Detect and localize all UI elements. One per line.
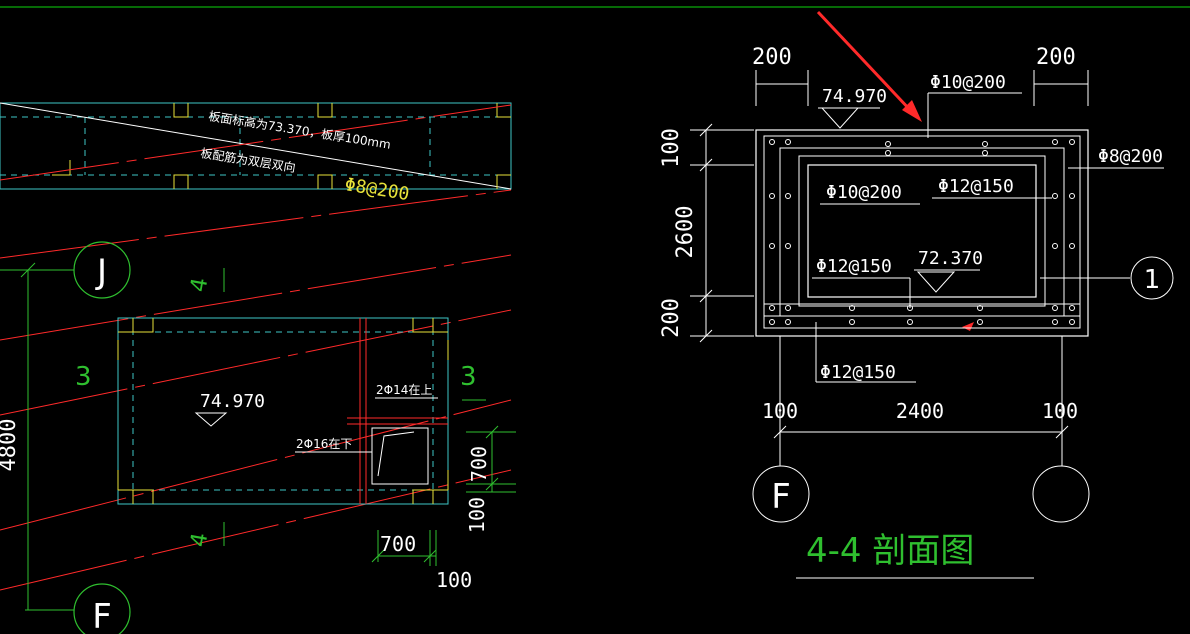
pit-box (117, 317, 449, 505)
section-outer-outline (755, 129, 1089, 337)
section-rebar-below: Φ12@150 (820, 362, 896, 383)
section-rebar-right: Φ8@200 (1098, 146, 1163, 167)
section-rebar-inner-left: Φ10@200 (826, 182, 902, 203)
sump-box (371, 427, 429, 485)
dim-700-vertical: 700 (467, 446, 491, 482)
plan-view: 板面标高为73.370，板厚100mm 板配筋为双层双向 Φ8@200 J F … (0, 102, 516, 634)
section-cavity (807, 164, 1037, 298)
section-mark-top: 4 (186, 276, 213, 294)
red-cut-lines (0, 104, 512, 591)
dim-bottom-2400: 2400 (896, 399, 944, 423)
dim-left-2600: 2600 (673, 206, 698, 259)
section-view: 200 200 74.970 Φ10@200 Φ8@200 (659, 10, 1174, 579)
section-rebar-dots (769, 139, 1075, 325)
dim-bottom-100-right: 100 (1042, 399, 1078, 423)
section-rebar-inner-bottom: Φ12@150 (816, 256, 892, 277)
dim-bottom-100-left: 100 (762, 399, 798, 423)
rebar-bottom-label: 2Φ16在下 (296, 437, 352, 451)
dim-left-200: 200 (659, 298, 684, 338)
axis-f-label: F (92, 597, 112, 634)
axis-f-bubble (73, 583, 131, 634)
dim-left-100: 100 (659, 128, 684, 168)
slab-strip (0, 102, 512, 190)
axis-bottom-left-label: F (771, 477, 791, 517)
section-elev-top-marker (820, 107, 860, 129)
dim-top-right-200: 200 (1036, 45, 1076, 70)
section-num-right: 3 (460, 362, 477, 392)
dim-4800-label: 4800 (0, 419, 21, 472)
red-small-marker (962, 322, 974, 331)
axis-j-label: J (95, 252, 107, 292)
section-num-left: 3 (75, 362, 92, 392)
slab-note-rebar-layout: 板配筋为双层双向 (200, 145, 297, 175)
dim-100-vertical: 100 (465, 497, 489, 533)
section-top-dimensions (755, 70, 1089, 106)
section-rebar-top: Φ10@200 (930, 72, 1006, 93)
pit-elevation-marker (194, 412, 228, 427)
rebar-top-label: 2Φ14在上 (376, 383, 432, 397)
dim-top-left-200: 200 (752, 45, 792, 70)
section-bottom-dimensions (773, 336, 1069, 466)
section-elev-top: 74.970 (822, 86, 887, 107)
section-rebar-cage (763, 135, 1081, 329)
axis-side-bubble (1130, 256, 1174, 300)
dim-100-horizontal: 100 (436, 568, 472, 592)
red-annotation-arrow (816, 10, 914, 114)
section-title: 4-4 剖面图 (806, 531, 974, 571)
pit-elevation: 74.970 (200, 391, 265, 412)
axis-bottom-left-bubble (752, 465, 810, 523)
section-left-dimensions (690, 123, 754, 343)
section-elev-bottom: 72.370 (918, 248, 983, 269)
axis-bottom-right-bubble (1032, 465, 1090, 523)
slab-rebar-label: Φ8@200 (343, 174, 411, 205)
section-mark-bottom: 4 (186, 531, 213, 549)
dim-700-horizontal: 700 (380, 532, 416, 556)
section-rebar-inner-right: Φ12@150 (938, 176, 1014, 197)
section-elev-bottom-marker (916, 271, 956, 293)
axis-j-bubble (73, 241, 131, 299)
pit-dimensions (371, 425, 516, 566)
axis-side-label: 1 (1144, 265, 1161, 295)
